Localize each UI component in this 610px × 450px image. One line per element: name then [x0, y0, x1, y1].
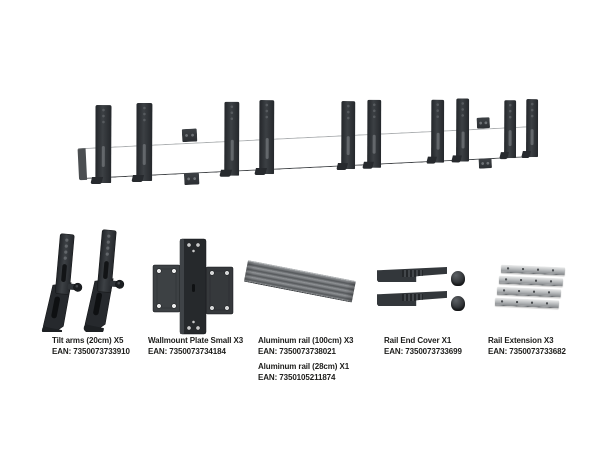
product-ean: EAN: 7350073734184	[148, 347, 226, 356]
assembled-rail-image	[76, 98, 541, 203]
extension-strip	[494, 297, 560, 309]
product-name: Rail Extension X3	[488, 336, 554, 345]
product-name: Aluminum rail (100cm) X3	[258, 336, 354, 345]
tilt-arm-bracket	[431, 99, 445, 163]
tilt-arm-bracket	[95, 105, 112, 184]
wallmount-plate-tab	[478, 158, 493, 169]
tilt-arm-bracket	[367, 99, 382, 168]
wallmount-plate-tab	[181, 128, 198, 143]
end-cover	[377, 267, 447, 282]
aluminum-rail-image	[243, 252, 364, 314]
tilt-arm-bracket	[259, 100, 275, 175]
rail-end-cover-image	[375, 262, 471, 318]
end-cover-screw	[451, 296, 465, 311]
product-ean: EAN: 7350073738021	[258, 347, 336, 356]
end-cover	[377, 291, 447, 306]
extension-strip	[498, 275, 564, 287]
tilt-arms-image	[40, 228, 135, 337]
tilt-arm-bracket	[341, 101, 356, 170]
product-ean: EAN: 7350073733682	[488, 347, 566, 356]
rail-endcap	[77, 147, 88, 181]
tilt-arm-bracket	[136, 103, 153, 182]
product-label-rail-extension: Rail Extension X3 EAN: 7350073733682	[488, 335, 566, 357]
product-ean: EAN: 7350073733699	[384, 347, 462, 356]
product-label-tilt-arms: Tilt arms (20cm) X5 EAN: 7350073733910	[52, 335, 130, 357]
product-name: Aluminum rail (28cm) X1	[258, 362, 350, 371]
extension-strip	[496, 286, 562, 298]
wallmount-plate-image	[152, 238, 234, 341]
tilt-arm-bracket	[504, 100, 517, 159]
tilt-arm-bracket	[455, 98, 470, 162]
product-name: Rail End Cover X1	[384, 336, 452, 345]
wallmount-plate-tab	[183, 172, 200, 186]
extension-strip	[500, 264, 566, 276]
tilt-arm-bracket	[224, 101, 240, 176]
tilt-arm-bracket	[525, 99, 539, 158]
aluminum-rail-profile	[243, 260, 356, 303]
rail-extension-image	[492, 264, 570, 318]
product-label-rail-end-cover: Rail End Cover X1 EAN: 7350073733699	[384, 335, 462, 357]
product-label-aluminum-rail: Aluminum rail (100cm) X3 EAN: 7350073738…	[258, 335, 354, 383]
product-ean: EAN: 7350073733910	[52, 347, 130, 356]
wallmount-plate-tab	[476, 117, 491, 129]
product-label-wallmount-plate: Wallmount Plate Small X3 EAN: 7350073734…	[148, 335, 243, 357]
end-cover-screw	[451, 271, 465, 286]
product-name: Tilt arms (20cm) X5	[52, 336, 124, 345]
product-name: Wallmount Plate Small X3	[148, 336, 244, 345]
product-ean: EAN: 7350105211874	[258, 373, 336, 382]
